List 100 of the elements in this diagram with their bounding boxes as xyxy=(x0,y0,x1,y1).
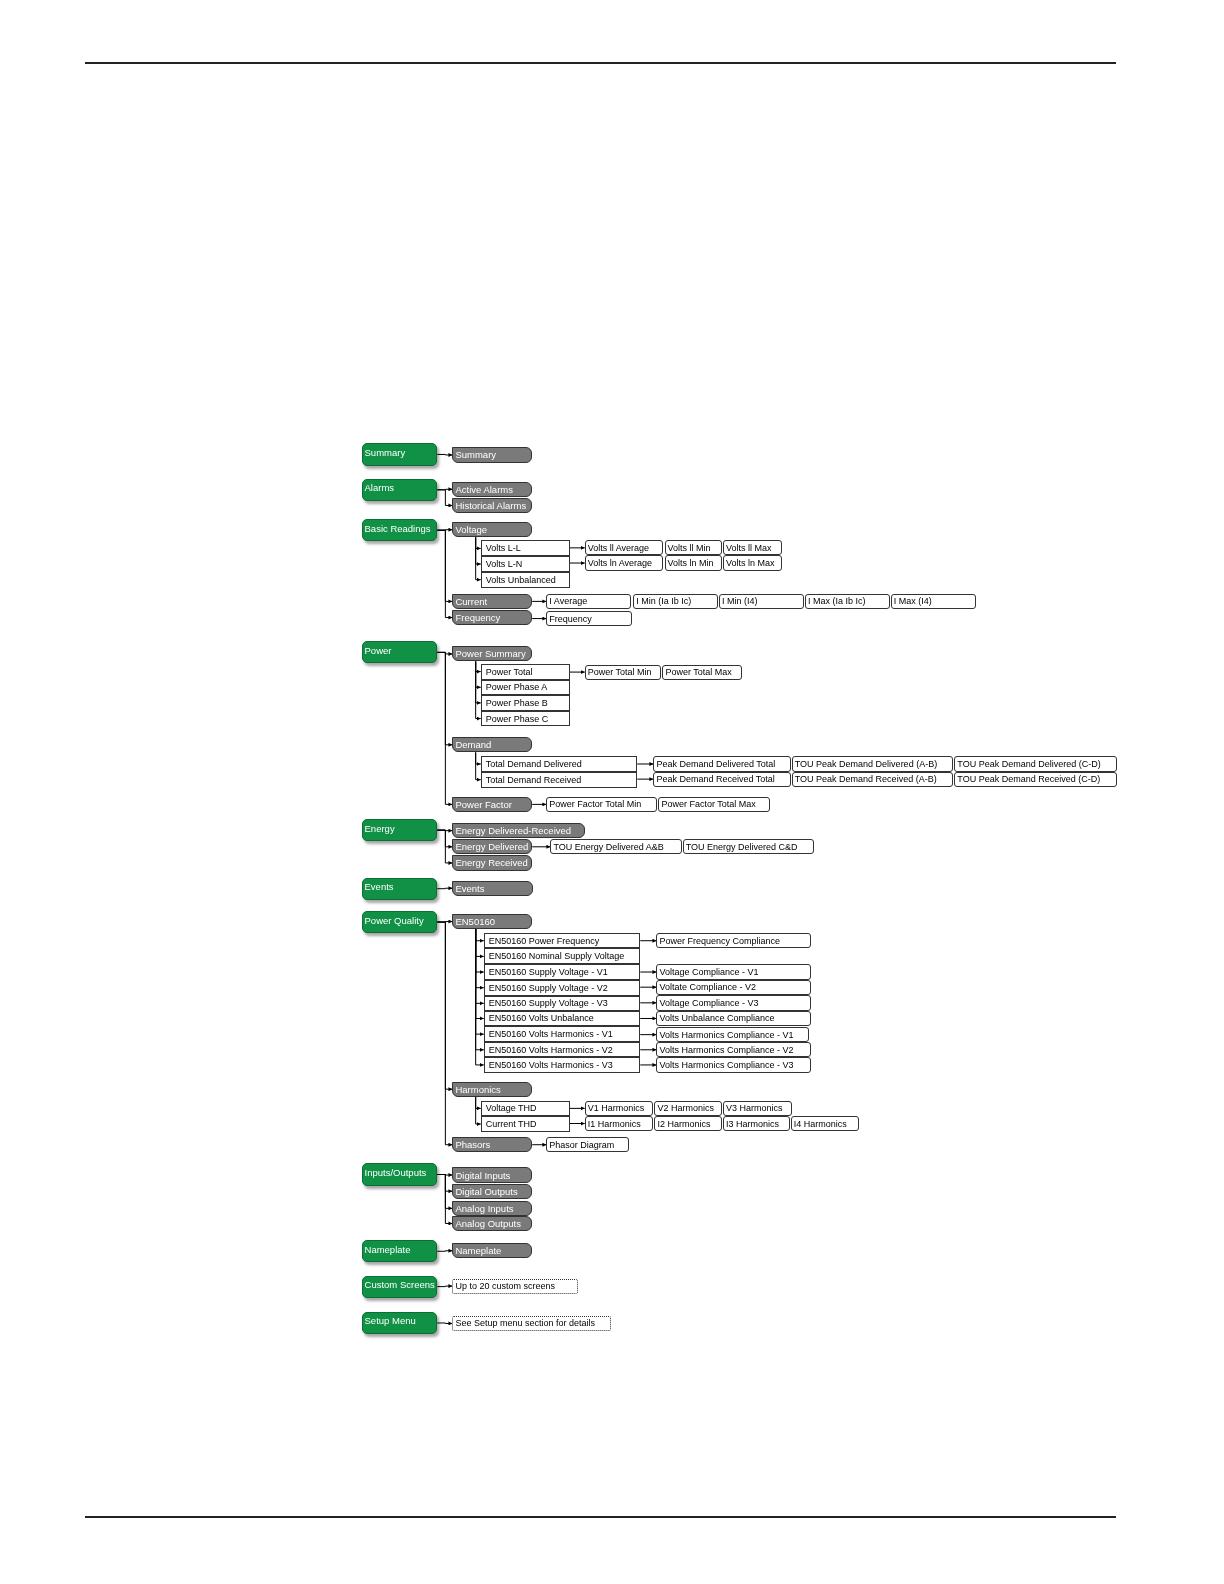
menu-node: Power xyxy=(361,641,438,664)
submenu-node: Current xyxy=(452,593,533,609)
connector-arrow xyxy=(531,599,547,604)
connector-arrow xyxy=(436,829,453,865)
screen-tab: I Average xyxy=(546,593,632,609)
connector-arrow xyxy=(436,1174,453,1226)
submenu-node: Digital Outputs xyxy=(452,1183,533,1199)
menu-node: Nameplate xyxy=(361,1240,438,1263)
screen-tab: Phasor Diagram xyxy=(546,1137,630,1153)
screen-tab: Peak Demand Delivered Total xyxy=(653,756,791,772)
connector-arrow xyxy=(569,1121,586,1126)
submenu-node: Digital Inputs xyxy=(452,1167,533,1183)
menu-node: Custom Screens xyxy=(361,1275,438,1298)
connector-arrow xyxy=(639,985,657,990)
screen-tab: Power Total Max xyxy=(662,664,743,680)
connector-arrow xyxy=(639,1016,657,1021)
submenu-node: Events xyxy=(452,880,534,896)
screen-tab: TOU Energy Delivered C&D xyxy=(682,839,814,855)
screen-tab: I Min (I4) xyxy=(719,593,804,609)
connector-arrow xyxy=(531,616,547,621)
screen-item: EN50160 Volts Harmonics - V1 xyxy=(483,1026,641,1043)
menu-node: Setup Menu xyxy=(361,1311,438,1335)
screen-tab: Power Total Min xyxy=(584,664,662,680)
submenu-node: Phasors xyxy=(452,1137,533,1153)
connector-arrow xyxy=(639,970,657,975)
screen-item: EN50160 Supply Voltage - V1 xyxy=(483,964,641,980)
connector-arrow xyxy=(436,452,453,457)
screen-tab: Volts Harmonics Compliance - V2 xyxy=(656,1042,811,1058)
connector-arrow xyxy=(639,938,657,943)
connector-arrow xyxy=(569,1106,586,1111)
menu-node: Energy xyxy=(361,819,438,842)
screen-tab: I Max (Ia Ib Ic) xyxy=(804,593,890,609)
connector-arrow xyxy=(436,529,453,620)
screen-tab: V3 Harmonics xyxy=(723,1100,792,1116)
screen-tab: Voltage Compliance - V1 xyxy=(656,964,811,980)
screen-tab: TOU Peak Demand Delivered (A-B) xyxy=(791,756,954,772)
placeholder-note: See Setup menu section for details xyxy=(452,1315,611,1332)
menu-node: Summary xyxy=(361,443,438,466)
screen-item: EN50160 Nominal Supply Voltage xyxy=(483,948,641,965)
connector-arrow xyxy=(531,844,551,849)
screen-tab: Volts ll Min xyxy=(664,540,723,556)
connector-arrow xyxy=(475,1096,482,1126)
connector-arrow xyxy=(436,651,453,807)
screen-tab: Volts Harmonics Compliance - V1 xyxy=(656,1027,809,1043)
screen-tab: Volts ln Average xyxy=(584,555,664,571)
submenu-node: Energy Received xyxy=(452,855,533,871)
submenu-node: Historical Alarms xyxy=(452,497,533,513)
submenu-node: Analog Inputs xyxy=(452,1200,533,1216)
screen-item: EN50160 Power Frequency xyxy=(483,933,641,949)
connector-arrow xyxy=(639,1062,657,1067)
screen-tab: TOU Peak Demand Delivered (C-D) xyxy=(954,756,1117,772)
connector-arrow xyxy=(436,1248,453,1253)
submenu-node: EN50160 xyxy=(452,913,533,930)
screen-tab: V1 Harmonics xyxy=(584,1100,654,1116)
screen-tab: Volts ln Min xyxy=(664,555,723,571)
submenu-node: Power Factor xyxy=(452,796,533,812)
connector-arrow xyxy=(639,1032,657,1037)
screen-tab: Volts ln Max xyxy=(723,555,782,571)
menu-node: Inputs/Outputs xyxy=(361,1163,438,1186)
connector-arrow xyxy=(436,921,453,1147)
screen-tab: I Max (I4) xyxy=(890,593,976,609)
screen-tab: Power Factor Total Max xyxy=(658,796,770,812)
submenu-node: Nameplate xyxy=(452,1243,533,1259)
connector-arrow xyxy=(636,777,654,782)
screen-item: Volts L-L xyxy=(480,540,570,557)
screen-tab: Frequency xyxy=(546,611,633,627)
submenu-node: Summary xyxy=(452,447,533,463)
submenu-node: Power Summary xyxy=(452,646,533,662)
connector-arrow xyxy=(639,1000,657,1005)
connector-arrow xyxy=(531,802,547,807)
connector-arrow xyxy=(636,762,654,766)
screen-tab: Volts ll Average xyxy=(584,540,664,556)
submenu-node: Voltage xyxy=(452,522,533,538)
screen-tab: V2 Harmonics xyxy=(654,1100,723,1116)
screen-tab: I4 Harmonics xyxy=(790,1115,860,1132)
connector-arrow xyxy=(436,489,453,508)
screen-item: Power Total xyxy=(480,663,570,680)
screen-tab: I Min (Ia Ib Ic) xyxy=(633,593,719,609)
submenu-node: Active Alarms xyxy=(452,481,533,497)
screen-tab: Power Factor Total Min xyxy=(546,796,658,812)
connector-arrow xyxy=(475,536,482,582)
connector-arrow xyxy=(436,1321,453,1326)
screen-item: EN50160 Volts Harmonics - V3 xyxy=(483,1057,641,1073)
submenu-node: Energy Delivered-Received xyxy=(452,823,585,839)
menu-node: Events xyxy=(361,877,438,900)
connector-arrow xyxy=(475,661,482,721)
menu-node: Power Quality xyxy=(361,910,438,934)
connector-arrow xyxy=(639,1047,657,1052)
connector-arrow xyxy=(436,1284,453,1289)
submenu-node: Harmonics xyxy=(452,1081,533,1097)
screen-item: EN50160 Volts Harmonics - V2 xyxy=(483,1042,641,1058)
connector-arrow xyxy=(569,545,586,550)
placeholder-note: Up to 20 custom screens xyxy=(452,1278,578,1294)
screen-item: Voltage THD xyxy=(480,1100,570,1116)
connector-arrow xyxy=(475,751,482,782)
connector-arrow xyxy=(436,886,453,891)
menu-node: Alarms xyxy=(361,478,438,501)
screen-tab: Volts ll Max xyxy=(723,540,782,556)
submenu-node: Demand xyxy=(452,737,533,753)
submenu-node: Energy Delivered xyxy=(452,839,533,855)
